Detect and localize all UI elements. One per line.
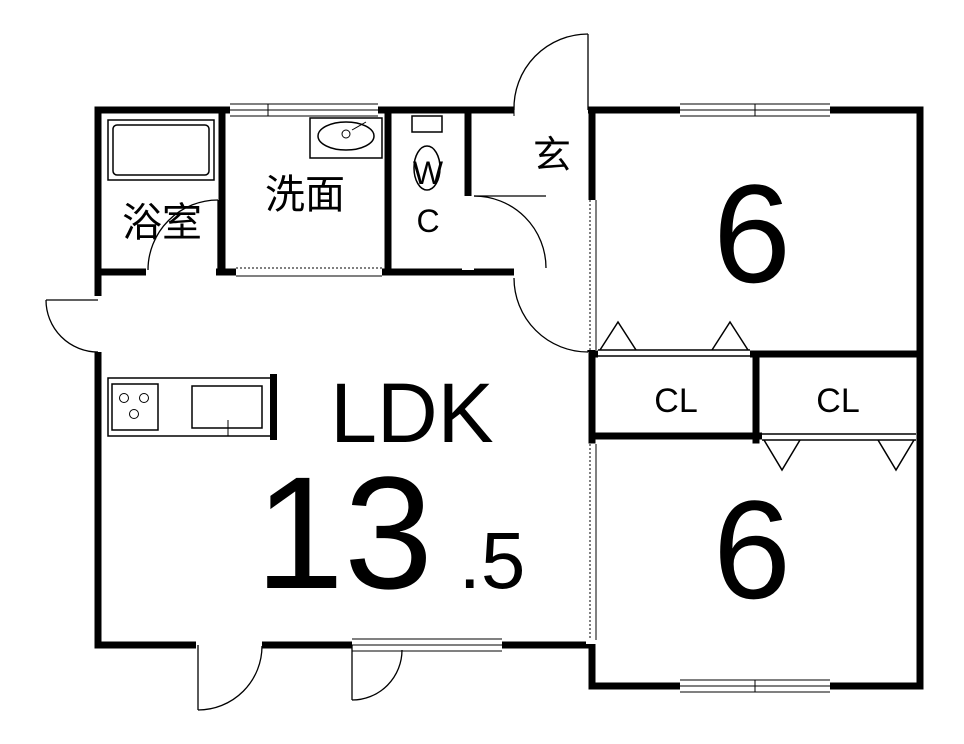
bath-label: 浴室 [122, 200, 202, 246]
toilet-icon [411, 115, 443, 191]
closet-right-label: CL [816, 382, 859, 420]
bedroom-bottom-size: 6 [713, 471, 791, 628]
doors [45, 33, 598, 711]
toilet-label-c: C [416, 203, 439, 239]
walls [94, 106, 924, 690]
closet-doors [598, 320, 916, 472]
entrance-label: 玄 [533, 133, 571, 177]
windows [230, 103, 830, 693]
kitchen-counter [107, 377, 273, 437]
ldk-size-major: 13 [255, 443, 433, 622]
refrigerator-marker [270, 374, 277, 440]
room-labels: 浴室 洗面 W C 玄 6 6 CL CL LDK 13 .5 [122, 133, 860, 628]
wash-basin-icon [309, 117, 383, 159]
bedroom-top-size: 6 [713, 155, 791, 312]
washroom-label: 洗面 [265, 172, 345, 218]
ldk-label: LDK [330, 366, 493, 460]
bathtub-icon [107, 119, 215, 181]
toilet-label-w: W [413, 155, 444, 191]
fixtures [107, 115, 443, 440]
ldk-size-minor: .5 [459, 516, 526, 605]
stove-icon [111, 383, 159, 431]
closet-left-label: CL [654, 382, 697, 420]
